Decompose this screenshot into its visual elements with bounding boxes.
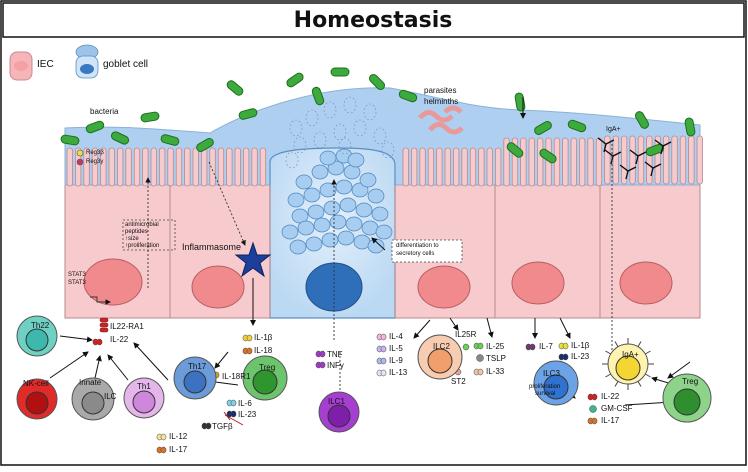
th22-cell — [16, 315, 58, 357]
inflammasome-label: Inflammasome — [182, 242, 242, 252]
iec-nucleus-5 — [619, 261, 673, 305]
title-box — [2, 2, 745, 38]
il17-left-label: IL-17 — [169, 445, 188, 454]
th1-cell — [123, 377, 165, 419]
il22ra1-label: IL22-RA1 — [110, 322, 144, 331]
il6-label: IL-6 — [238, 399, 252, 408]
tnf-label: TNF — [327, 350, 343, 359]
differentiation-box — [391, 239, 463, 263]
bacteria-group — [60, 67, 696, 164]
ilc1-label: ILC1 — [328, 397, 345, 406]
st2-label: ST2 — [451, 377, 466, 386]
nk-cell-label: NK-cell — [23, 379, 49, 388]
treg-left-cell — [242, 355, 288, 401]
ilc3-label: ILC3 — [543, 369, 560, 378]
treg-left-label: Treg — [259, 363, 276, 372]
gmcsf-label: GM-CSF — [601, 404, 633, 413]
infy-label: INFγ — [327, 361, 344, 370]
differentiation-label-2: secretory cells — [396, 251, 435, 257]
inflammasome-star — [234, 241, 272, 278]
reg3y-dot — [76, 158, 84, 166]
innate-ilc-label-2: ILC — [104, 392, 117, 401]
survival-label: survival — [535, 391, 556, 397]
il1b-left-label: IL-1β — [254, 333, 273, 342]
il33-label: IL-33 — [486, 367, 505, 376]
iec-nucleus-4 — [511, 261, 565, 305]
th17-cell — [173, 356, 217, 400]
il9-label: IL-9 — [389, 356, 403, 365]
treg-right-label: Treg — [682, 377, 699, 386]
iec-nucleus-3 — [417, 265, 471, 309]
antimicrobial-label-2: peptides — [125, 229, 148, 235]
il18-label: IL-18 — [254, 346, 273, 355]
antimicrobial-label-1: antimicrobial — [125, 222, 159, 228]
ilc3-cell — [533, 360, 579, 406]
il4-label: IL-4 — [389, 332, 403, 341]
il7-label: IL-7 — [539, 342, 553, 351]
th1-label: Th1 — [137, 382, 151, 391]
il22ra1-receptor — [99, 317, 109, 333]
proliferation-label: proliferation — [529, 384, 561, 390]
il22-left-label: IL-22 — [110, 335, 129, 344]
innate-ilc-label-1: Innate — [79, 378, 102, 387]
il18r1-label: IL-18R1 — [222, 372, 251, 381]
differentiation-label-1: differentiation to — [396, 243, 439, 249]
ilc2-cell — [417, 334, 463, 380]
iga-antibodies — [597, 137, 672, 180]
nk-cell — [16, 378, 58, 420]
il17-right-label: IL-17 — [601, 416, 620, 425]
iga-top-label: IgA+ — [606, 126, 621, 133]
il13-label: IL-13 — [389, 368, 408, 377]
il25-label: IL-25 — [486, 342, 505, 351]
reg3y-label: Reg3γ — [86, 159, 104, 165]
parasites-label: parasites — [424, 86, 457, 95]
ilc2-label: ILC2 — [433, 342, 450, 351]
stat3-label-2: STAT3 — [68, 280, 86, 286]
innate-ilc-cell — [71, 377, 115, 421]
th17-label: Th17 — [188, 362, 207, 371]
antimicrobial-label-4: ↑proliferation — [125, 243, 160, 249]
iec-nucleus-1 — [83, 258, 143, 306]
iga-cell-label: IgA+ — [622, 350, 639, 359]
il23-right-label: IL-23 — [571, 352, 590, 361]
th22-label: Th22 — [31, 321, 50, 330]
antimicrobial-label-3: ↑size — [125, 236, 139, 242]
antimicrobial-box — [122, 219, 176, 251]
tslp-label: TSLP — [486, 354, 507, 363]
il5-label: IL-5 — [389, 344, 403, 353]
helminths-label: helminths — [424, 97, 459, 106]
helminths-group — [418, 105, 464, 135]
il1b-right-label: IL-1β — [571, 341, 590, 350]
iec-nucleus-2 — [191, 265, 245, 309]
epithelium — [64, 87, 703, 319]
reg3b-label: Reg3β — [86, 150, 104, 156]
il12-label: IL-12 — [169, 432, 188, 441]
stat3-label-1: STAT3 — [68, 272, 86, 278]
il22-right-label: IL-22 — [601, 392, 620, 401]
il25r-label: IL25R — [455, 330, 477, 339]
legend — [9, 44, 99, 81]
tgfb-label: TGFβ — [212, 422, 233, 431]
treg-right-cell — [662, 373, 712, 423]
page-title: Homeostasis — [293, 7, 453, 33]
iga-cell — [602, 338, 654, 390]
goblet-legend-label: goblet cell — [103, 59, 149, 70]
bacteria-label: bacteria — [90, 107, 119, 116]
ilc1-cell — [318, 391, 360, 433]
il23-left-label: IL-23 — [238, 410, 257, 419]
iec-legend-label: IEC — [37, 59, 54, 70]
reg3b-dot — [76, 149, 84, 157]
